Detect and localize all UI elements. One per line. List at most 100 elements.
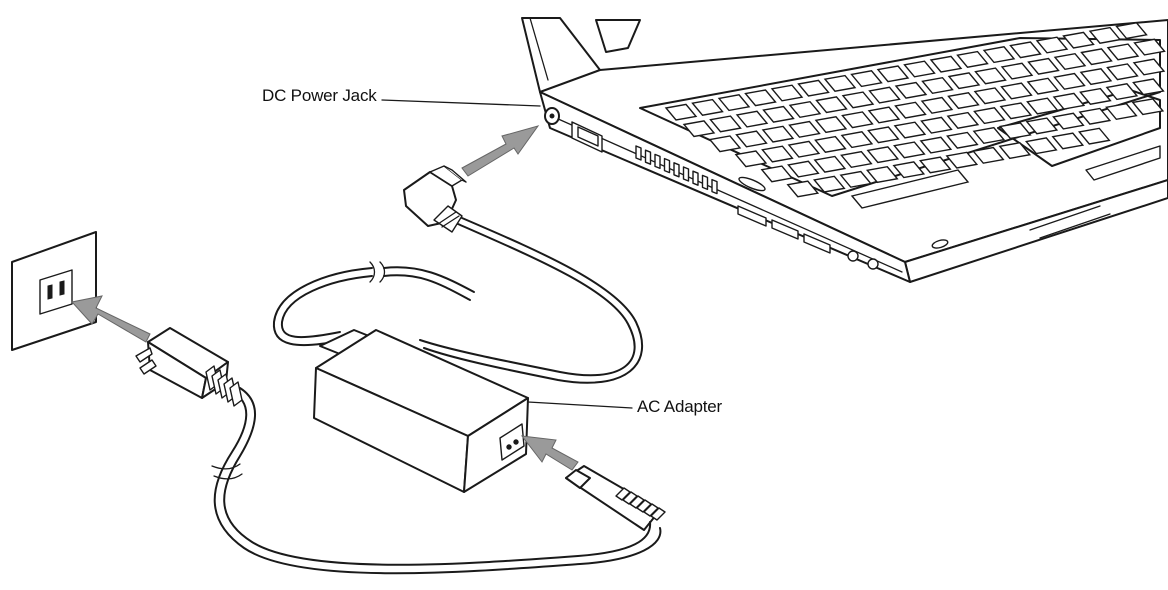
label-dc-power-jack: DC Power Jack [262,86,377,105]
keyboard-key [813,155,847,173]
keyboard-key [974,67,1007,85]
wall-outlet-icon [11,231,97,351]
keyboard-key [1000,62,1034,80]
keyboard-key [1051,132,1085,150]
keyboard-key [973,87,1007,105]
keyboard-key [1132,58,1166,76]
keyboard-key [998,141,1032,160]
laptop-side-ports [544,107,1111,270]
keyboard-key [866,146,900,164]
keyboard-key [814,115,848,134]
keyboard-key [929,55,963,73]
keyboard-key [1025,117,1059,135]
keyboard-key [787,140,821,158]
keyboard-key [787,160,820,178]
plug-rib [629,495,645,509]
keyboard-key [788,100,822,119]
keyboard-key [841,91,875,109]
keyboard-key [919,136,953,154]
keyboard-key [1133,38,1166,56]
keyboard-key [839,170,873,188]
keyboard-key [744,89,777,107]
plug-icon [135,327,243,407]
keyboard-key [762,105,795,123]
keyboard-key [1105,102,1138,121]
keyboard-key [1053,72,1086,90]
keyboard-key [999,122,1032,140]
label-ac-adapter: AC Adapter [637,397,722,416]
keyboard-key [1024,137,1058,155]
vent-slot [682,166,690,182]
keyboard-key [708,135,742,153]
plug-rib [615,487,631,501]
keyboard-key [894,81,928,99]
keyboard-key [999,102,1033,120]
keyboard-key [1035,36,1069,54]
keyboard-key [735,110,769,128]
keyboard-key [893,141,926,159]
keyboard-key [1052,92,1086,110]
vent-slot [663,157,671,174]
vent-slot [711,178,718,195]
keyboard-key [892,161,926,179]
keyboard-key [982,46,1016,64]
keyboard-key [946,111,980,129]
leader-ac-adapter [527,401,633,409]
keyboard-key [1106,63,1139,81]
keyboard-key [918,156,952,174]
keyboard-key [1079,87,1112,105]
keyboard-key [823,74,857,92]
keyboard-key [735,130,768,148]
vent-slot [673,162,680,178]
keyboard-key [1009,41,1042,59]
keyboard-key [868,86,901,104]
keyboard-key [867,106,901,124]
keyboard-key [691,98,724,116]
keyboard-key [786,180,820,198]
keyboard-key [797,79,830,97]
keyboard-key [972,126,1006,145]
laptop-icon [521,17,1168,283]
plug-rib [650,507,666,521]
keyboard-key [812,175,846,193]
keyboard-key [1077,127,1111,145]
keyboard-key [920,96,954,114]
keyboard-key [761,145,794,163]
keyboard-key [921,76,954,95]
keyboard-key [1131,98,1165,116]
keyboard-key [893,121,927,139]
keyboard-key [840,131,874,149]
plug-rib [229,381,243,407]
arrow-dc-to-jack [461,125,540,177]
keyboard-key [971,146,1005,164]
vent-slot [701,174,709,191]
vent-slot [644,149,652,165]
keyboard-key [1026,77,1060,95]
dc-connector-icon [403,165,467,233]
keyboard-key [1106,43,1140,61]
keyboard-key [761,125,795,143]
keyboard-key [947,72,981,90]
dc-cable [419,217,644,384]
vent-slot [692,170,699,186]
arrow-plug-to-adapter [520,435,579,471]
plug-rib [622,491,638,505]
keyboard-key [945,151,979,169]
ac-adapter-icon [272,261,529,493]
keyboard-key [1088,26,1122,44]
keyboard-key [947,91,980,110]
keyboard-key [903,60,936,78]
keyboard-key [760,165,794,183]
keyboard-key [788,120,821,138]
keyboard-key [717,94,751,112]
keyboard-key [956,50,989,68]
keyboard-key [840,150,873,169]
keyboard-key [850,70,883,88]
vent-slot [635,145,642,161]
keyboard-key [1000,82,1033,100]
keyboard-key [1079,67,1113,86]
keyboard [664,22,1166,209]
spacebar-key [850,169,970,209]
keyboard-key [1132,78,1165,96]
